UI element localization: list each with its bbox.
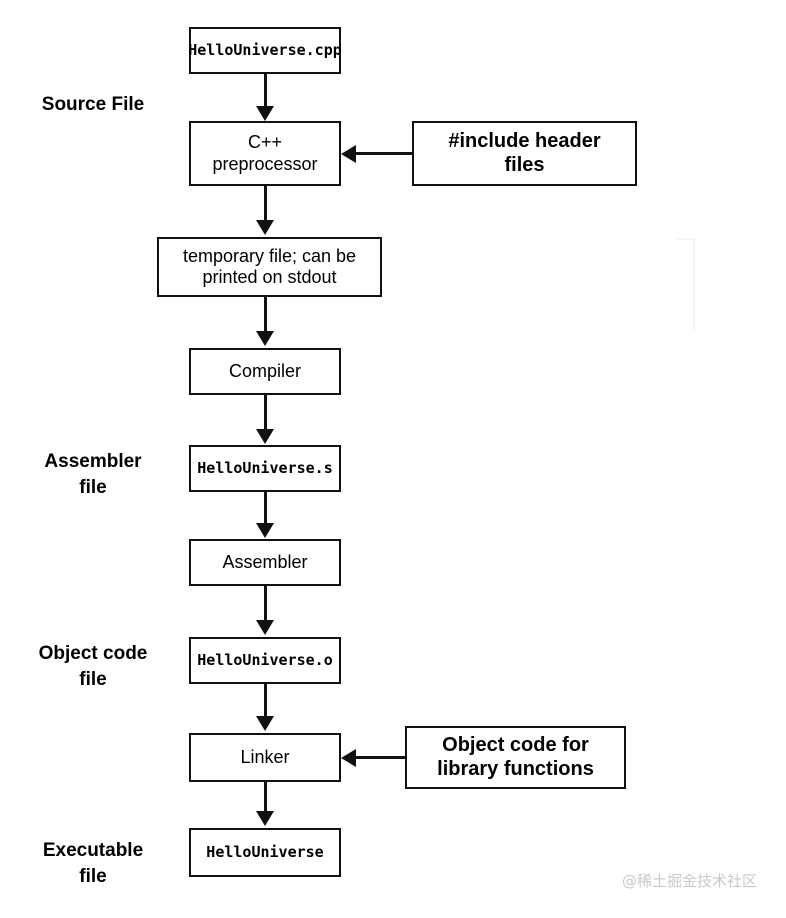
node-compiler[interactable]: Compiler [189,348,341,395]
watermark: @稀土掘金技术社区 [622,872,758,890]
edge-library-to-linker-arrow-icon [341,748,356,767]
edge-compiler-to-assembly-file-arrow-icon [256,429,274,444]
node-assembler-label: Assembler [222,551,308,572]
node-preprocessor-label: C++ preprocessor [212,132,318,174]
node-assembler[interactable]: Assembler [189,539,341,586]
node-assembly-file[interactable]: HelloUniverse.s [189,445,341,492]
edge-include-to-preprocessor [356,152,414,155]
background-artifact [675,238,695,330]
edge-object-file-to-linker-arrow-icon [256,716,274,731]
node-object-file-label: HelloUniverse.o [197,650,333,669]
node-assembly-file-label: HelloUniverse.s [197,458,333,477]
edge-temp-to-compiler [263,297,267,334]
edge-include-to-preprocessor-arrow-icon [341,144,356,163]
node-source-file[interactable]: HelloUniverse.cpp [188,27,342,74]
stage-label-assembler-file: Assembler file [44,451,142,498]
edge-object-file-to-linker [263,684,267,718]
edge-linker-to-executable [263,782,267,813]
edge-temp-to-compiler-arrow-icon [256,331,274,346]
edge-preprocessor-to-temp-arrow-icon [256,220,274,235]
node-linker[interactable]: Linker [189,733,341,782]
edge-compiler-to-assembly-file [263,395,267,432]
node-executable-file[interactable]: HelloUniverse [189,828,341,877]
edge-linker-to-executable-arrow-icon [256,811,274,826]
edge-source-to-preprocessor-arrow-icon [256,106,274,121]
stage-label-executable-file: Executable file [42,840,144,887]
edge-assembly-file-to-assembler-arrow-icon [256,523,274,538]
edge-library-to-linker [356,756,407,759]
stage-label-object-code-file: Object code file [38,643,148,690]
edge-assembler-to-object-file-arrow-icon [256,620,274,635]
node-executable-file-label: HelloUniverse [206,842,324,861]
node-include-header-files[interactable]: #include header files [412,121,637,186]
node-object-file[interactable]: HelloUniverse.o [189,637,341,684]
edge-assembler-to-object-file [263,586,267,623]
node-compiler-label: Compiler [228,360,302,381]
edge-source-to-preprocessor [263,74,267,108]
node-temporary-file-label: temporary file; can be printed on stdout [182,245,357,287]
node-include-header-files-label: #include header files [448,129,601,176]
node-source-file-label: HelloUniverse.cpp [188,40,342,59]
stage-label-source-file: Source File [41,94,145,115]
edge-assembly-file-to-assembler [263,492,267,526]
node-linker-label: Linker [240,746,290,767]
node-library-object-code[interactable]: Object code for library functions [405,726,626,789]
node-library-object-code-label: Object code for library functions [437,733,594,780]
node-temporary-file[interactable]: temporary file; can be printed on stdout [157,237,382,297]
edge-preprocessor-to-temp [263,186,267,222]
node-preprocessor[interactable]: C++ preprocessor [189,121,341,186]
